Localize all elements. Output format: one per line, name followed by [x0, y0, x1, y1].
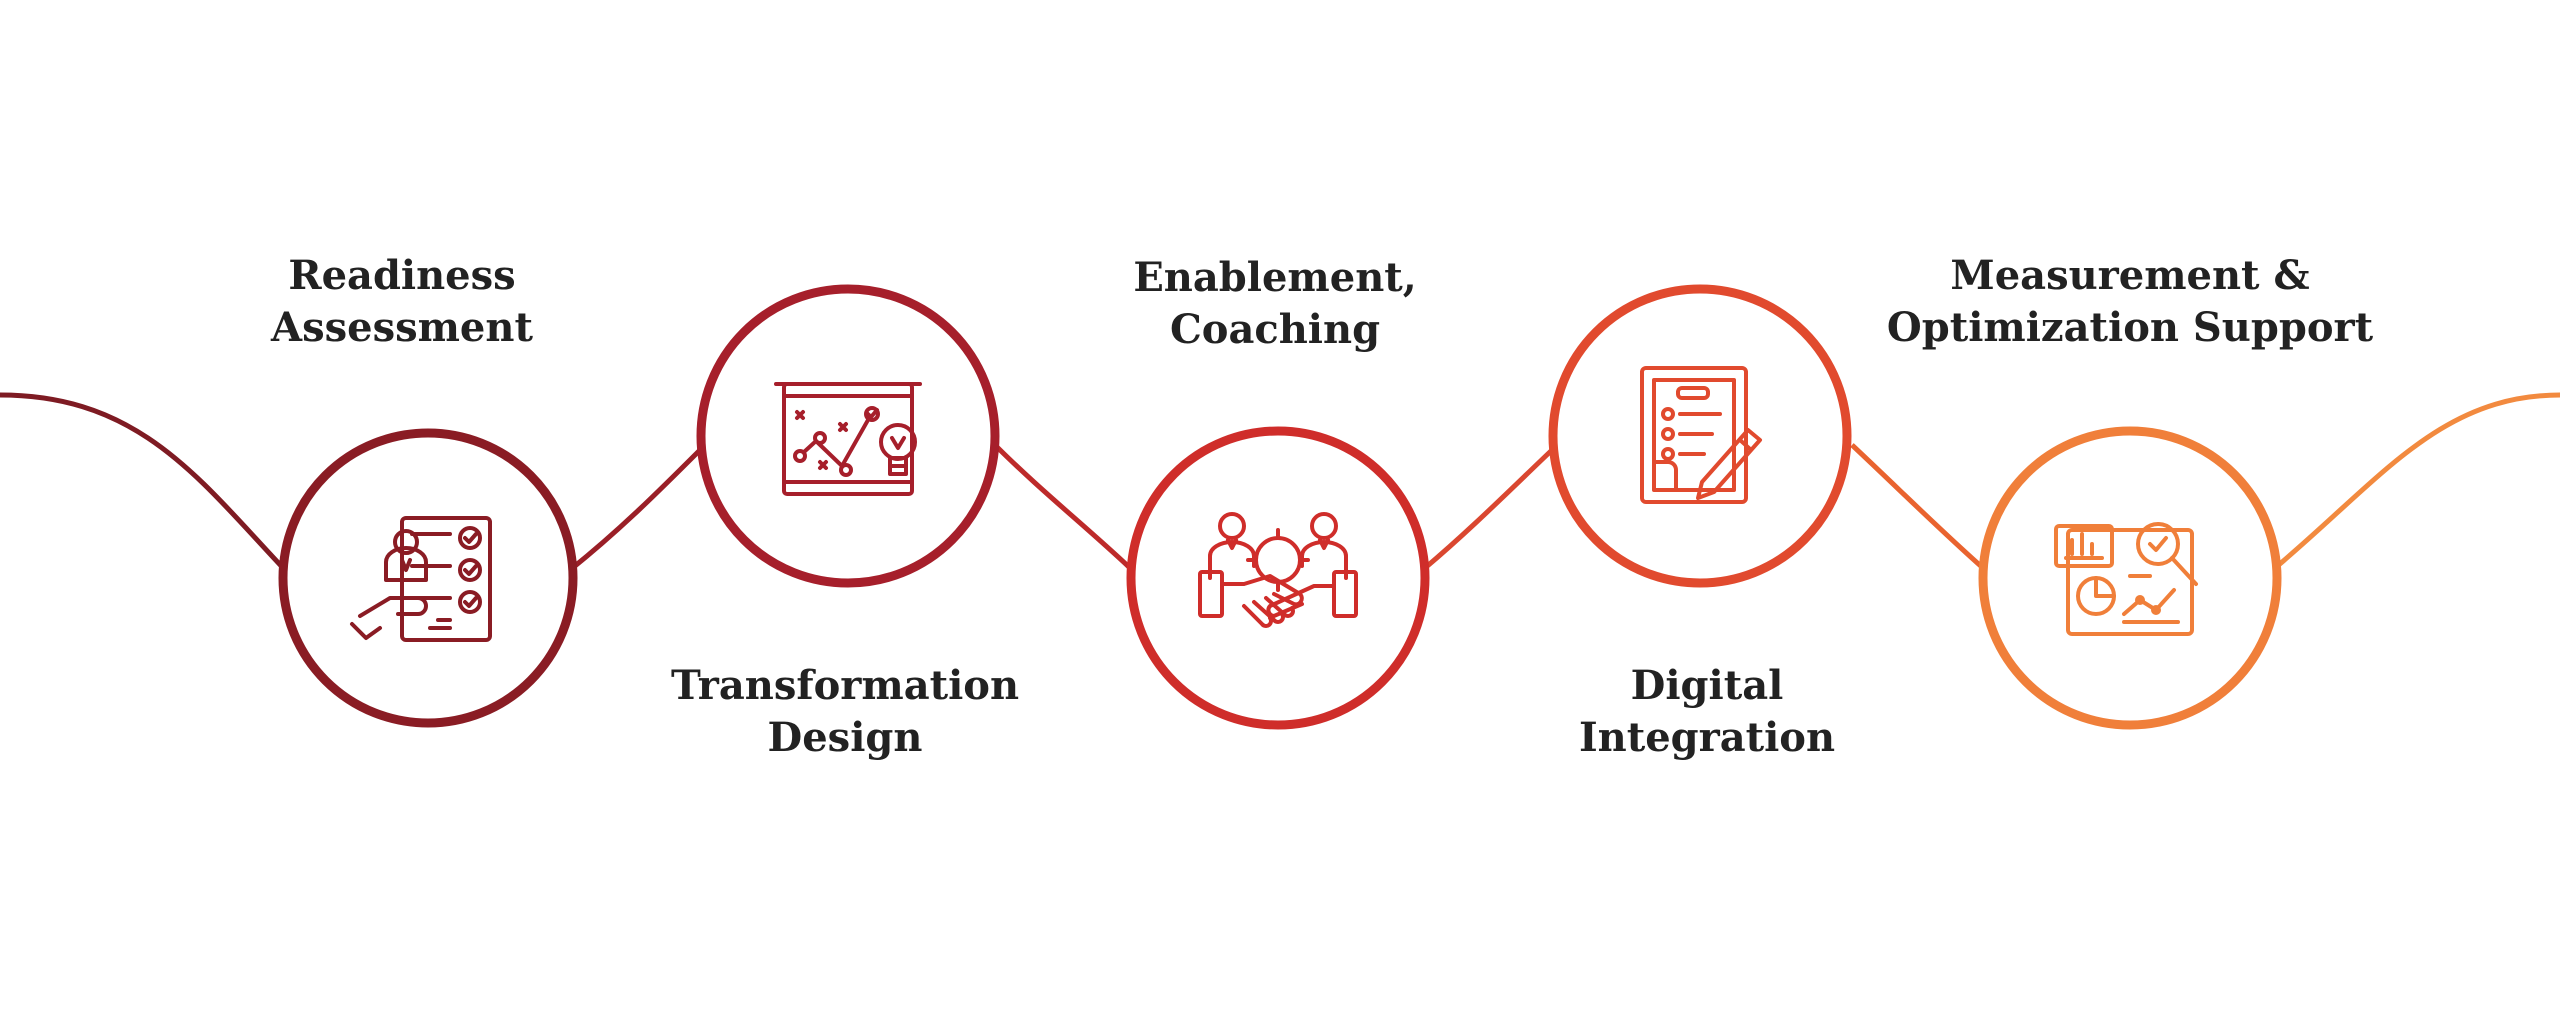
wave-segment-2 — [993, 443, 1132, 570]
step-label-line: Design — [767, 714, 923, 761]
step-label-line: Enablement, — [1133, 254, 1417, 301]
step-circle-2 — [696, 284, 1000, 588]
step-label-line: Optimization Support — [1886, 304, 2374, 351]
assessment-checklist-icon — [350, 516, 492, 642]
digital-document-icon — [1640, 366, 1762, 504]
step-label-line: Integration — [1578, 714, 1836, 761]
step-label-line: Assessment — [271, 304, 533, 351]
step-label-line: Digital — [1630, 662, 1784, 709]
strategy-board-icon — [774, 382, 922, 496]
step-label-line: Coaching — [1169, 306, 1381, 353]
step-label-measurement-optimization: Measurement & Optimization Support — [1850, 250, 2410, 354]
step-label-enablement-coaching: Enablement, Coaching — [995, 252, 1555, 356]
wave-segment-left — [0, 392, 287, 572]
wave-segment-3 — [1423, 448, 1554, 570]
step-label-digital-integration: Digital Integration — [1427, 660, 1987, 764]
step-label-line: Readiness — [288, 252, 516, 299]
step-label-line: Measurement & — [1950, 252, 2310, 299]
step-label-line: Transformation — [670, 662, 1020, 709]
step-label-readiness-assessment: Readiness Assessment — [122, 250, 682, 354]
analytics-report-icon — [2054, 522, 2198, 636]
step-label-transformation-design: Transformation Design — [565, 660, 1125, 764]
step-circle-3 — [1126, 426, 1430, 730]
handshake-team-icon — [1198, 512, 1358, 628]
wave-segment-right — [2273, 392, 2560, 570]
wave-segment-1 — [568, 448, 702, 572]
wave-segment-4 — [1850, 443, 1985, 570]
